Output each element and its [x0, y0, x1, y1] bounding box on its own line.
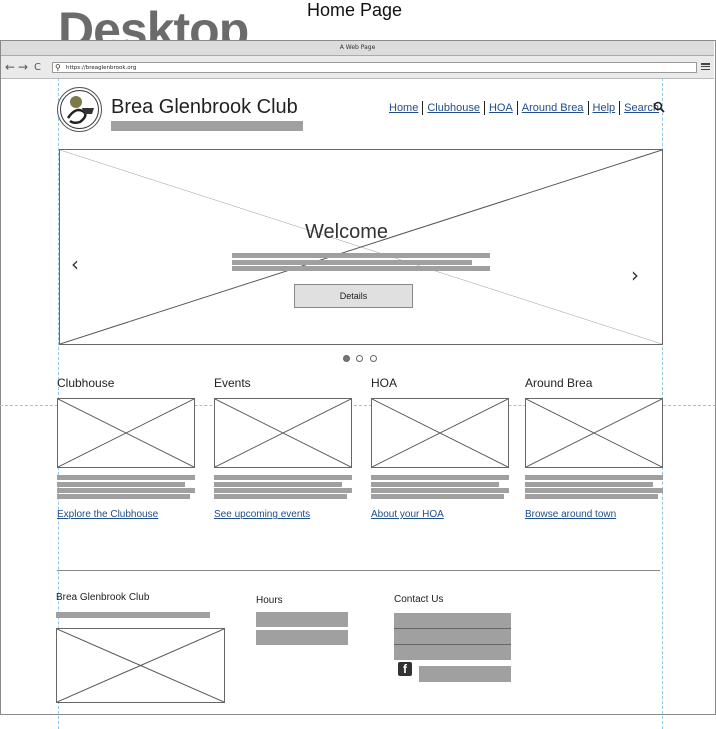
carousel-prev-icon[interactable]: ‹ [71, 252, 79, 276]
nav-separator [587, 101, 589, 116]
page-name-label: Home Page [307, 0, 403, 20]
carousel-dot[interactable] [370, 355, 377, 362]
facebook-link-placeholder[interactable] [419, 666, 511, 682]
nav-separator [483, 101, 485, 116]
upcoming-events-link[interactable]: See upcoming events [214, 509, 311, 520]
fold-guide [0, 405, 716, 406]
footer-divider [57, 570, 660, 571]
section-text-line [371, 475, 509, 480]
nav-home[interactable]: Home [389, 102, 419, 114]
footer-hours-title: Hours [256, 595, 283, 606]
section-text-line [57, 494, 190, 499]
nav-search[interactable]: Search [624, 102, 660, 114]
section-text-line [525, 494, 658, 499]
facebook-icon[interactable]: f [398, 662, 412, 676]
site-title: Brea Glenbrook Club [111, 96, 298, 118]
section-text-line [371, 488, 509, 493]
nav-hoa[interactable]: HOA [488, 102, 513, 114]
nav-help[interactable]: Help [592, 102, 616, 114]
browse-town-link[interactable]: Browse around town [525, 509, 617, 520]
section-text-line [214, 475, 352, 480]
club-logo[interactable] [57, 87, 102, 132]
hours-text-block [256, 630, 348, 645]
search-icon[interactable] [653, 101, 665, 113]
section-title-around-brea: Around Brea [525, 376, 593, 390]
section-text-line [525, 482, 653, 487]
nav-separator [619, 101, 621, 116]
nav-separator [422, 101, 424, 116]
carousel-next-icon[interactable]: › [631, 263, 639, 287]
forward-icon[interactable]: → [18, 60, 29, 74]
contact-divider [394, 644, 511, 645]
clubhouse-image-placeholder [57, 398, 195, 468]
around-brea-image-placeholder [525, 398, 663, 468]
section-text-line [525, 488, 663, 493]
section-text-line [57, 475, 195, 480]
section-text-line [525, 475, 663, 480]
section-text-line [214, 494, 347, 499]
carousel-dot-active[interactable] [343, 355, 350, 362]
footer-map-placeholder [56, 628, 225, 703]
events-image-placeholder [214, 398, 352, 468]
section-title-events: Events [214, 376, 251, 390]
url-search-icon: ⚲ [55, 63, 61, 72]
section-text-line [371, 482, 499, 487]
hero-text-line [232, 260, 472, 265]
section-text-line [214, 482, 342, 487]
carousel-dot[interactable] [356, 355, 363, 362]
tagline-placeholder [111, 121, 303, 131]
section-text-line [57, 482, 185, 487]
contact-divider [394, 628, 511, 629]
section-title-clubhouse: Clubhouse [57, 376, 115, 390]
hoa-image-placeholder [371, 398, 509, 468]
hero-image-placeholder [59, 149, 663, 345]
footer-contact-title: Contact Us [394, 594, 444, 605]
section-text-line [371, 494, 504, 499]
hero-text-line [232, 266, 490, 271]
hero-heading: Welcome [305, 221, 388, 243]
window-title: A Web Page [1, 41, 714, 56]
hours-text-block [256, 612, 348, 627]
main-nav: Home Clubhouse HOA Around Brea Help Search [389, 101, 660, 116]
details-button[interactable]: Details [294, 284, 413, 308]
contact-info-block [394, 613, 511, 660]
nav-clubhouse[interactable]: Clubhouse [427, 102, 480, 114]
explore-clubhouse-link[interactable]: Explore the Clubhouse [57, 509, 159, 520]
menu-icon[interactable] [701, 62, 710, 71]
reload-icon[interactable]: C [34, 62, 41, 73]
footer-club-title: Brea Glenbrook Club [56, 592, 150, 603]
nav-separator [516, 101, 518, 116]
footer-club-text [56, 612, 210, 618]
nav-around-brea[interactable]: Around Brea [521, 102, 584, 114]
section-text-line [214, 488, 352, 493]
section-text-line [57, 488, 195, 493]
back-icon[interactable]: ← [5, 60, 16, 74]
url-input[interactable]: https://breaglenbrook.org [52, 62, 697, 73]
about-hoa-link[interactable]: About your HOA [371, 509, 444, 520]
section-title-hoa: HOA [371, 376, 398, 390]
hero-text-line [232, 253, 490, 258]
